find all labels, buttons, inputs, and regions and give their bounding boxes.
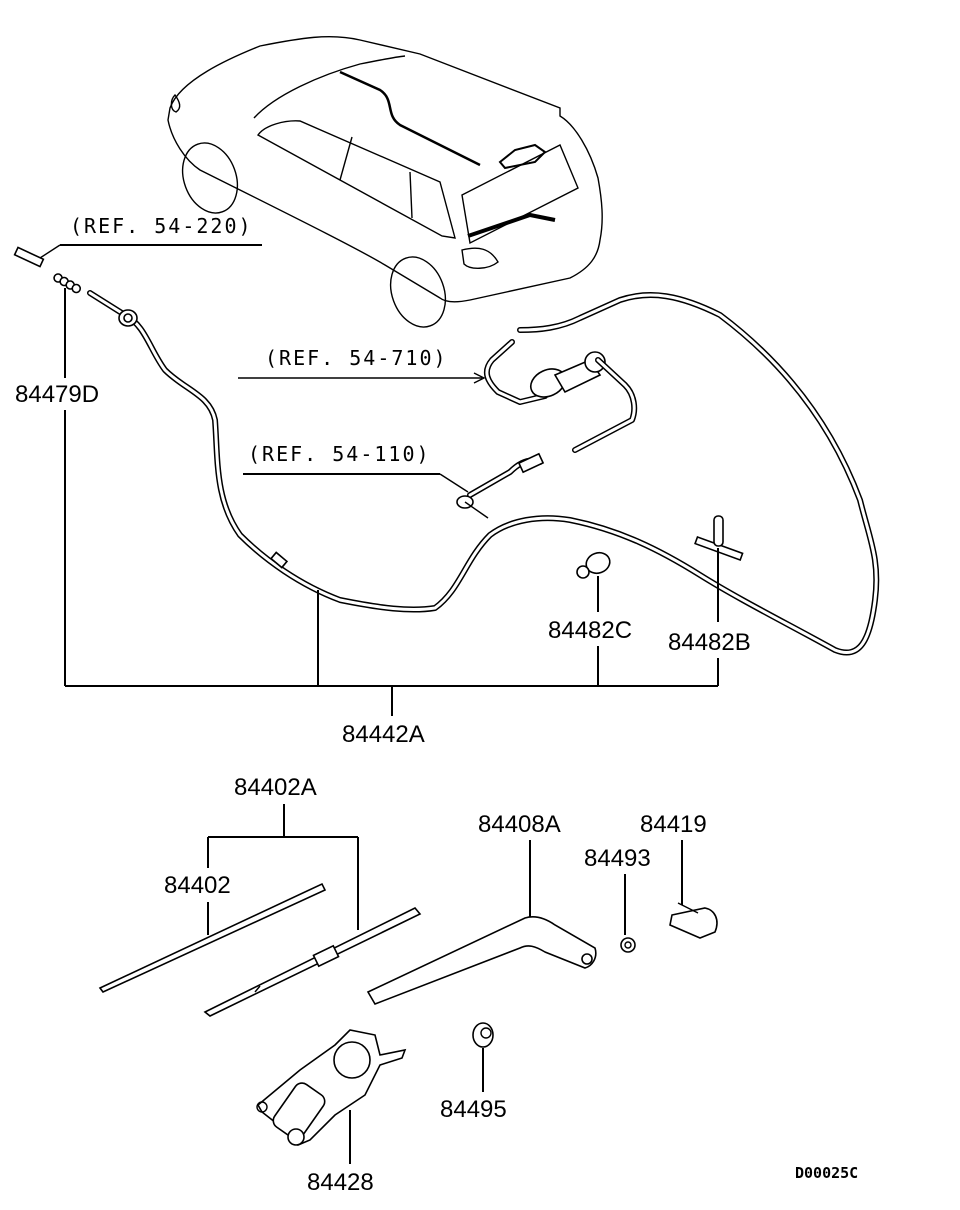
blade-segment-icon [254,985,261,993]
hose-clip-post-icon [713,515,724,547]
label-84479D[interactable]: 84479D [15,381,99,408]
part-84402A[interactable]: 84402A [203,774,422,1017]
part-84493[interactable]: 84493 [584,845,651,953]
ref-54-710-text: (REF. 54-710) [265,346,448,370]
blade-rubber-icon [98,882,327,993]
valve-body-icon [517,452,545,474]
clamp-tab-icon [576,565,590,579]
part-84402[interactable]: 84402 [98,837,327,993]
nut-hole-icon [624,941,632,949]
vehicle-rear-wheel [389,256,447,328]
washer-hose-inner [88,291,878,654]
valve-stem-icon [464,501,489,519]
vehicle-front-wheel [181,142,239,214]
hose-grommet-hole-icon [123,313,133,323]
vehicle-illustration [167,35,603,328]
pump-outlet-icon [584,351,606,373]
ref-54-110-text: (REF. 54-110) [248,442,431,466]
part-84419[interactable]: 84419 [640,811,718,939]
label-84442A[interactable]: 84442A [342,721,425,748]
label-84482C[interactable]: 84482C [548,617,632,644]
part-84442A[interactable]: 84442A [65,590,718,748]
wiper-arm-icon [366,916,597,1005]
part-84479D[interactable]: 84479D [15,273,99,686]
label-84402[interactable]: 84402 [164,872,231,899]
label-84428[interactable]: 84428 [307,1169,374,1196]
part-84482B[interactable]: 84482B [668,515,751,686]
label-84408A[interactable]: 84408A [478,811,561,838]
vehicle-rear-window [461,144,579,245]
label-84493[interactable]: 84493 [584,845,651,872]
ref-54-710-arrow [473,372,486,384]
ref-54-220-arrow [39,244,61,259]
vehicle-tail-light [461,247,499,269]
label-84402A[interactable]: 84402A [234,774,317,801]
label-84495[interactable]: 84495 [440,1096,507,1123]
nut-icon [620,937,636,953]
gearbox-icon [333,1041,371,1079]
part-84408A[interactable]: 84408A [366,811,597,1005]
washer-hose-assembly [87,290,880,656]
label-84419[interactable]: 84419 [640,811,707,838]
ref-54-220-text: (REF. 54-220) [70,214,253,238]
hose-joint-icon [269,551,289,569]
part-84428[interactable]: 84428 [256,1029,407,1196]
vehicle-washer-hose-route [339,70,481,167]
vehicle-hose-top-detail [498,143,547,170]
wiper-blade-icon [203,907,422,1017]
cap-edge-icon [677,902,699,914]
vehicle-rear-wiper [467,212,556,238]
blade-holder-icon [312,944,340,968]
vehicle-side-window [256,120,456,239]
part-84495[interactable]: 84495 [440,1022,507,1123]
grommet-hole-icon [480,1027,492,1039]
joint-ring-icon [71,283,82,294]
motor-housing-icon [272,1082,326,1140]
arm-cap-icon [669,907,718,939]
ref-54-110-callout: (REF. 54-110) [243,442,545,519]
arm-pivot-icon [581,953,593,965]
vehicle-b-pillar [339,136,353,181]
drawing-code: D00025C [795,1164,858,1182]
ref-54-710-callout: (REF. 54-710) [238,339,638,453]
pump-outlet-hose-inner [573,358,636,452]
ref-54-220-callout: (REF. 54-220) [13,214,262,268]
vehicle-c-pillar [409,171,413,219]
mount-hole-icon [256,1101,268,1113]
vehicle-headlight [170,93,181,113]
vehicle-body-outline [167,35,603,303]
ref-54-110-arrow [439,473,469,493]
motor-end-cap-icon [287,1128,305,1146]
label-84482B[interactable]: 84482B [668,629,751,656]
nozzle-connector-icon [13,246,45,268]
vehicle-roof-line [253,55,406,119]
part-84482C[interactable]: 84482C [548,549,632,686]
reservoir-hose-inner [485,340,547,404]
